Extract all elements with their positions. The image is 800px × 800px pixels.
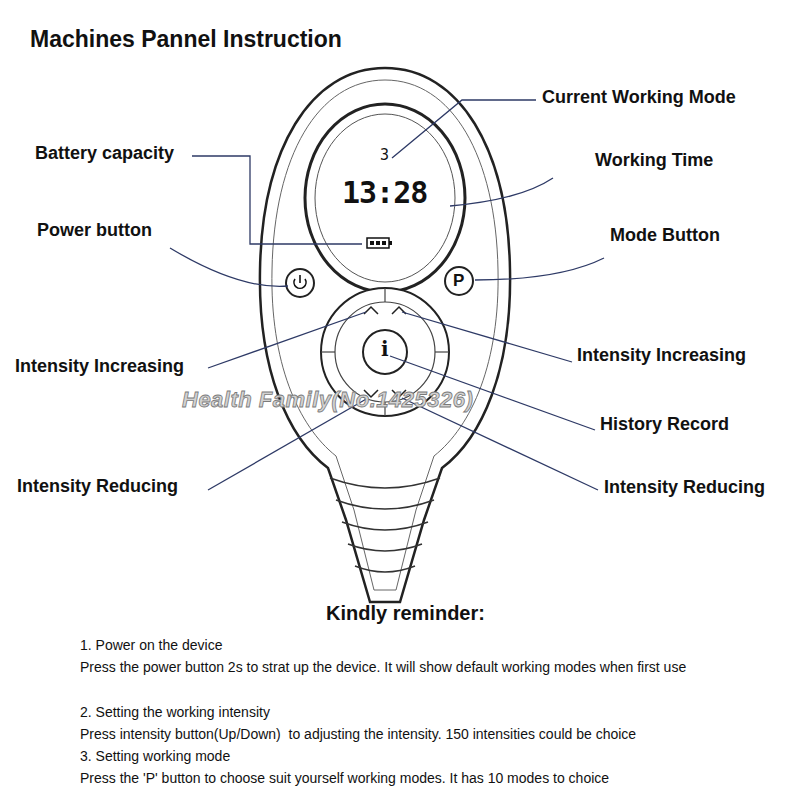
callout-label: Intensity Increasing: [15, 356, 184, 377]
callout-label: Intensity Increasing: [577, 345, 746, 366]
leader-line: [208, 312, 366, 368]
intensity-arrows: [364, 307, 406, 397]
instruction-text: 2. Setting the working intensity: [80, 704, 270, 720]
callout-label: Current Working Mode: [542, 87, 736, 108]
mode-digit: 3: [380, 147, 389, 164]
device-inner-outline: [272, 80, 498, 590]
leader-line: [392, 100, 536, 158]
leader-line: [170, 248, 288, 286]
device-body: [260, 68, 510, 602]
leader-line: [402, 312, 572, 362]
instruction-text: 3. Setting working mode: [80, 748, 230, 764]
callout-label: Power button: [37, 220, 152, 241]
mode-button: [445, 267, 473, 295]
info-icon: i: [381, 338, 389, 361]
time-display: 13:28: [342, 176, 427, 211]
button-letter: P: [453, 271, 464, 291]
callout-label: Working Time: [595, 150, 713, 171]
leader-line: [450, 178, 553, 206]
grip-ridges: [330, 478, 440, 572]
callout-label: Battery capacity: [35, 143, 174, 164]
callout-label: History Record: [600, 414, 729, 435]
watermark: Health Family(No.1425326): [182, 387, 473, 412]
power-symbol: [299, 275, 301, 283]
leader-line: [475, 258, 604, 280]
callout-label: Intensity Reducing: [604, 477, 765, 498]
power-button: [286, 269, 314, 297]
history-button: [363, 330, 407, 374]
instruction-text: Press the 'P' button to choose suit your…: [80, 770, 609, 786]
reminder-heading: Kindly reminder:: [326, 602, 485, 625]
instruction-text: Press the power button 2s to strat up th…: [80, 659, 720, 675]
screen-ring: [305, 104, 465, 292]
leader-line: [192, 156, 362, 244]
diagram-title: Machines Pannel Instruction: [30, 26, 342, 52]
battery-icon: [367, 238, 392, 248]
callout-label: Intensity Reducing: [17, 476, 178, 497]
callout-label: Mode Button: [610, 225, 720, 246]
instruction-text: 1. Power on the device: [80, 637, 222, 653]
instruction-text: Press intensity button(Up/Down) to adjus…: [80, 726, 636, 742]
leader-lines: [170, 100, 604, 490]
screen: [315, 114, 455, 282]
